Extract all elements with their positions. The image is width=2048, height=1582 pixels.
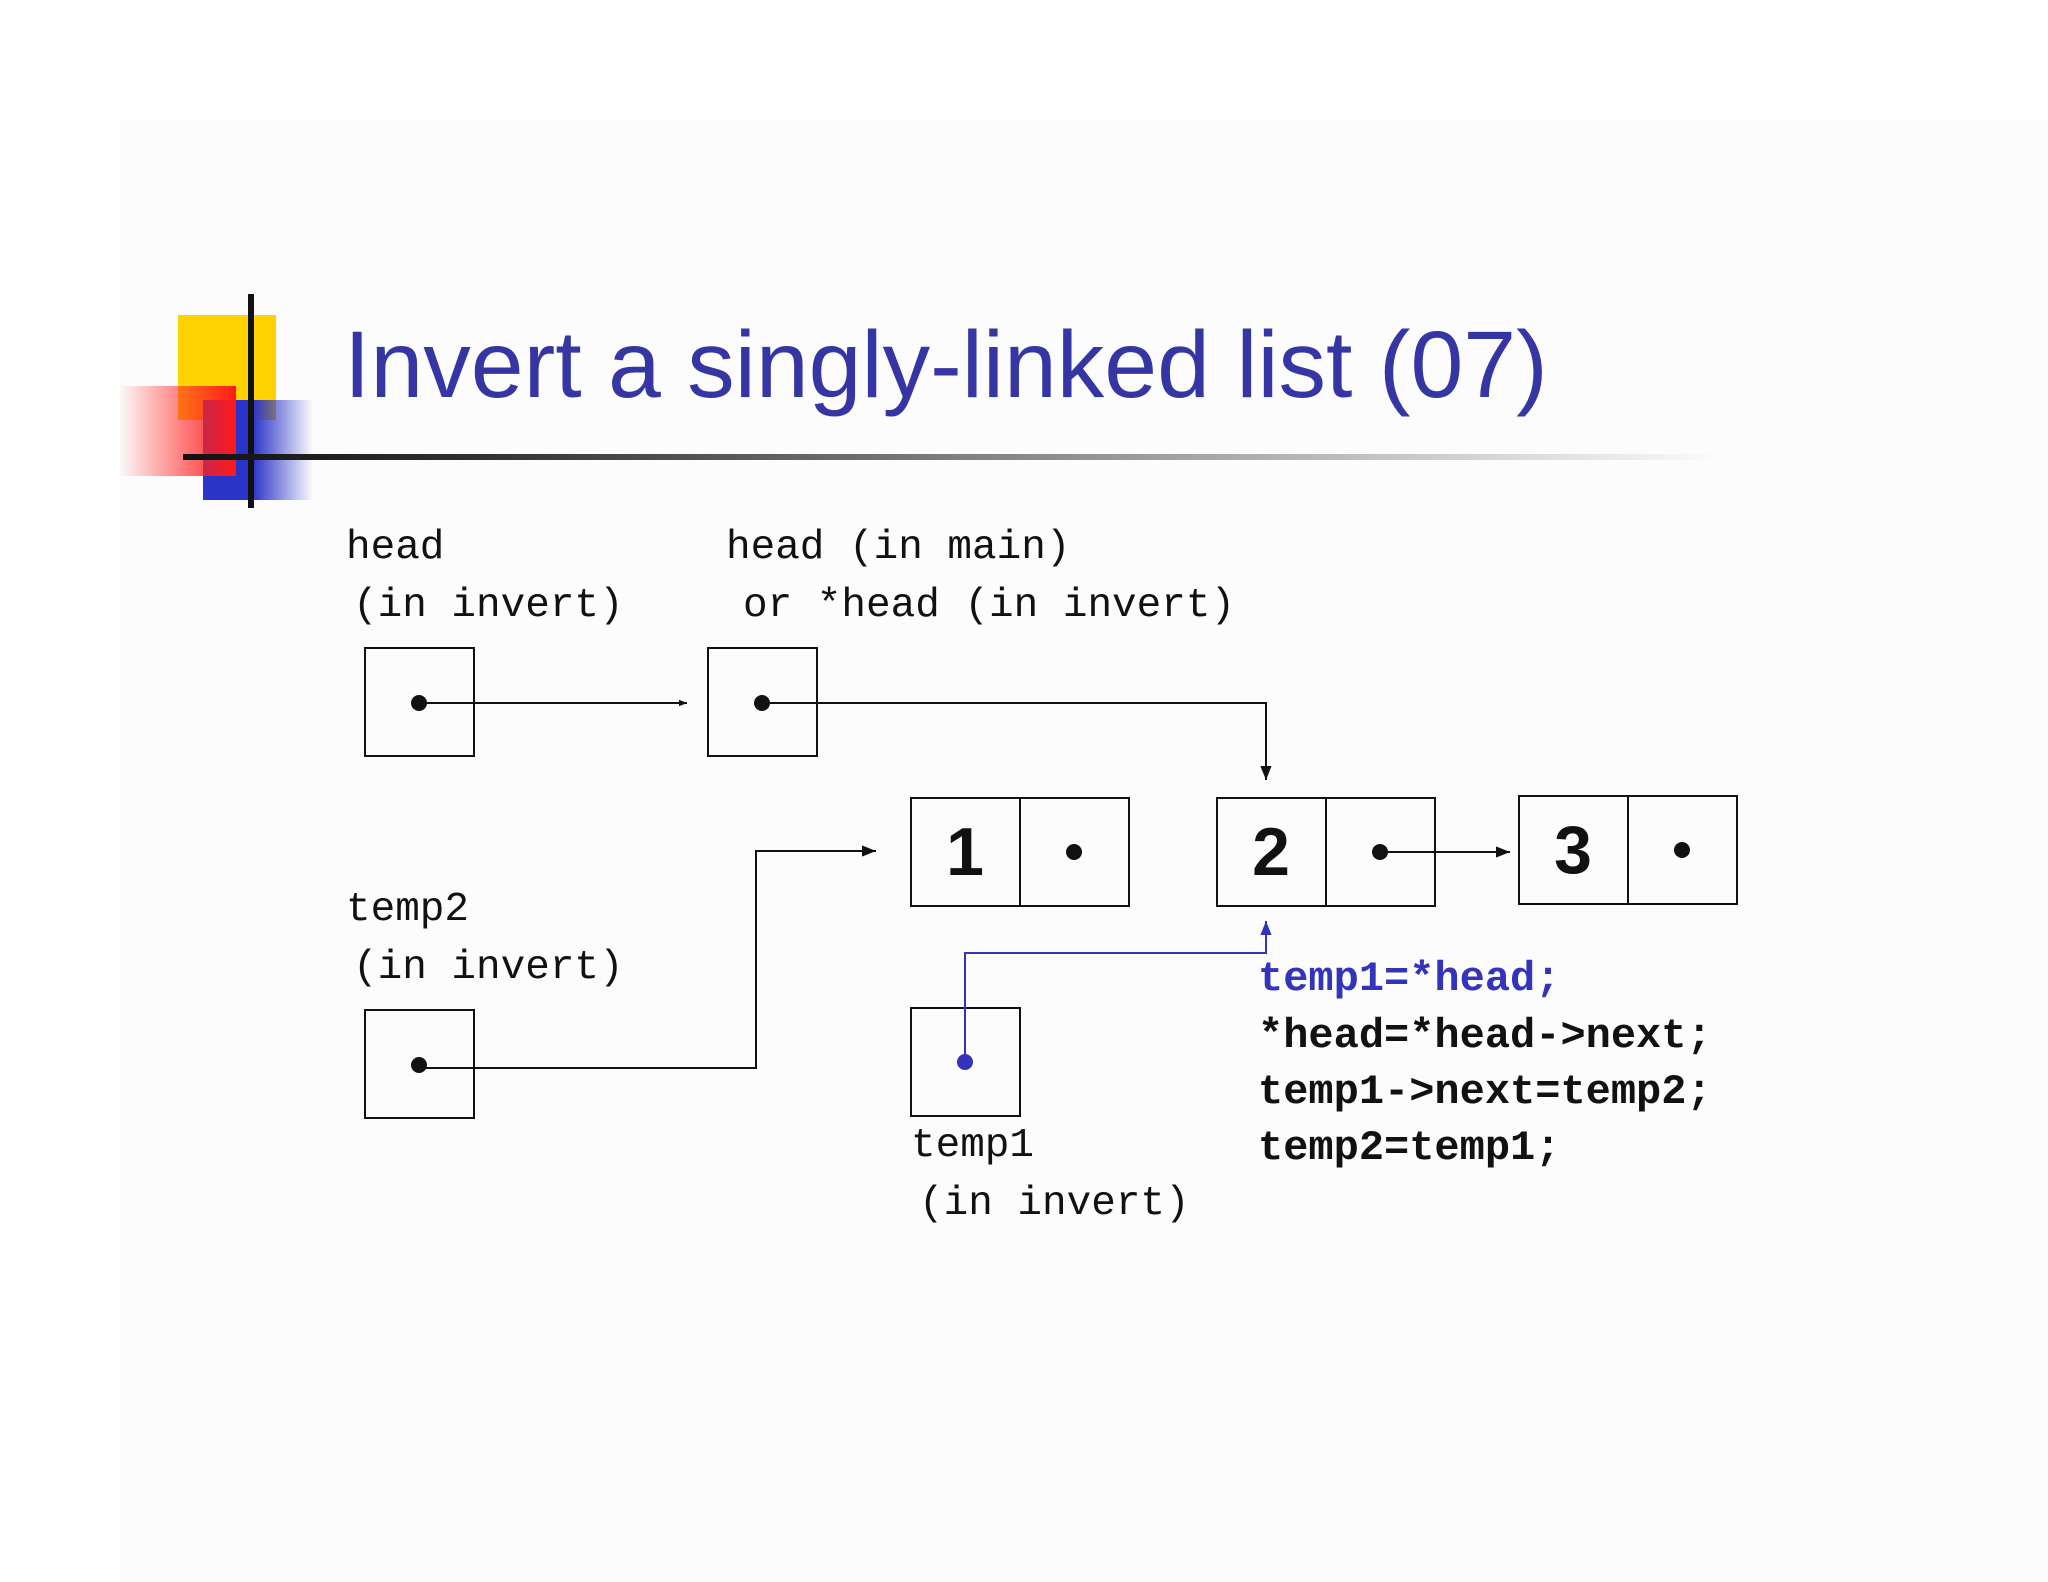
vertical-rule — [248, 294, 254, 508]
node-3-value: 3 — [1554, 812, 1592, 888]
label-temp2-in-invert-text: (in invert) — [353, 945, 624, 991]
list-node-3: 3 — [1518, 795, 1738, 905]
arrow-temp2-to-node-1 — [419, 845, 876, 1069]
pointer-box-temp2 — [364, 1009, 475, 1119]
label-or-star-head: or *head (in invert) — [743, 583, 1235, 629]
title-underline — [183, 454, 1723, 460]
arrow-main-head-to-node-2 — [762, 702, 1272, 780]
label-head: head — [346, 525, 444, 571]
code-line-1: temp1=*head; — [1258, 955, 1560, 1003]
label-temp2-in-invert: temp2 (in invert) — [346, 887, 624, 991]
node-3-next-dot — [1674, 842, 1690, 858]
label-temp1-in-invert: temp1 (in invert) — [911, 1123, 1190, 1227]
label-temp2: temp2 — [346, 887, 469, 933]
slide-panel — [120, 120, 2048, 1582]
red-square — [118, 386, 236, 476]
slide-title: Invert a singly-linked list (07) — [344, 312, 1548, 418]
label-in-invert: (in invert) — [353, 583, 624, 629]
label-head-main: head (in main) — [726, 525, 1070, 571]
node-1-value: 1 — [946, 814, 984, 890]
label-head-in-invert: head (in invert) — [346, 525, 624, 629]
code-block: temp1=*head; *head=*head->next; temp1->n… — [1258, 955, 1712, 1172]
code-line-2: *head=*head->next; — [1258, 1012, 1712, 1060]
label-temp1-in-invert-text: (in invert) — [919, 1181, 1190, 1227]
list-node-1: 1 — [910, 797, 1130, 907]
label-temp1: temp1 — [911, 1123, 1034, 1169]
node-2-value: 2 — [1252, 814, 1290, 890]
code-line-4: temp2=temp1; — [1258, 1124, 1560, 1172]
code-line-3: temp1->next=temp2; — [1258, 1068, 1712, 1116]
arrow-temp1-to-node-2 — [964, 921, 1272, 1062]
node-1-next-dot — [1066, 844, 1082, 860]
label-head-in-main: head (in main) or *head (in invert) — [726, 525, 1235, 629]
